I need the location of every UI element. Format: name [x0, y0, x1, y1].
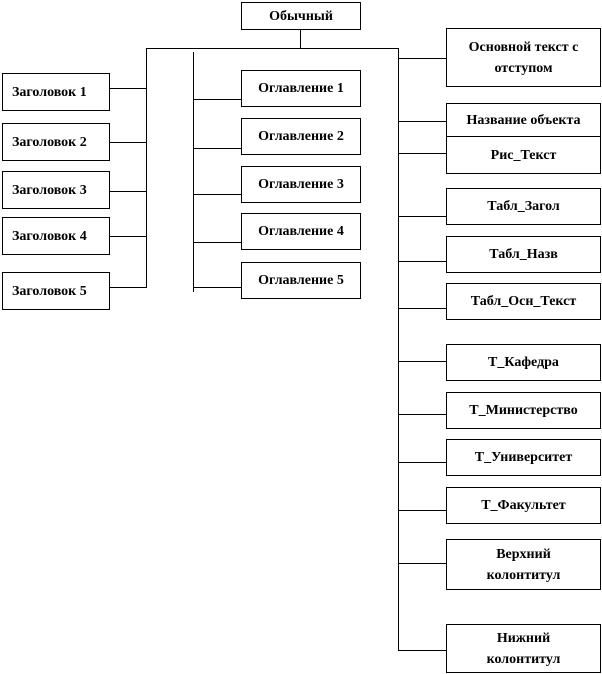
node-right-fig-text: Рис_Текст: [446, 136, 601, 174]
node-toc-3: Оглавление 3: [241, 166, 361, 203]
node-heading-4: Заголовок 4: [2, 217, 110, 255]
node-toc-5: Оглавление 5: [241, 262, 361, 299]
node-heading-2: Заголовок 2: [2, 123, 110, 161]
connector-right-12: [398, 650, 446, 651]
node-right-footer: Нижний колонтитул: [446, 624, 601, 673]
connector-right-8: [398, 414, 446, 415]
connector-right-4: [398, 216, 446, 217]
node-right-table-name: Табл_Назв: [446, 236, 601, 273]
connector-toc-2: [193, 148, 241, 149]
node-toc-4: Оглавление 4: [241, 213, 361, 250]
connector-right-2: [398, 121, 446, 122]
connector-toc-trunk: [193, 52, 194, 292]
connector-heading-4: [110, 236, 147, 237]
connector-right-3: [398, 153, 446, 154]
node-right-faculty: Т_Факультет: [446, 487, 601, 524]
node-right-header: Верхний колонтитул: [446, 539, 601, 590]
connector-right-9: [398, 462, 446, 463]
connector-heading-2: [110, 142, 147, 143]
node-heading-5: Заголовок 5: [2, 272, 110, 310]
connector-heading-3: [110, 191, 147, 192]
connector-headings-trunk: [146, 48, 147, 288]
connector-right-6: [398, 308, 446, 309]
node-right-table-main-text: Табл_Осн_Текст: [446, 283, 601, 320]
connector-right-trunk: [398, 48, 399, 650]
node-toc-1: Оглавление 1: [241, 70, 361, 107]
node-right-table-heading: Табл_Загол: [446, 188, 601, 225]
connector-right-7: [398, 361, 446, 362]
connector-heading-5: [110, 287, 147, 288]
connector-toc-5: [193, 287, 241, 288]
node-heading-1: Заголовок 1: [2, 73, 110, 111]
connector-right-1: [398, 58, 446, 59]
node-right-ministry: Т_Министерство: [446, 392, 601, 429]
connector-heading-1: [110, 88, 147, 89]
node-heading-3: Заголовок 3: [2, 171, 110, 209]
node-right-main-text-indent: Основной текст с отступом: [446, 28, 601, 87]
node-right-department: Т_Кафедра: [446, 344, 601, 381]
node-right-university: Т_Университет: [446, 439, 601, 476]
connector-right-5: [398, 261, 446, 262]
connector-right-10: [398, 510, 446, 511]
connector-root-stem: [300, 28, 301, 48]
node-root: Обычный: [241, 2, 361, 30]
node-right-object-name: Название объекта: [446, 103, 601, 137]
connector-toc-1: [193, 99, 241, 100]
connector-toc-3: [193, 194, 241, 195]
connector-right-11: [398, 563, 446, 564]
node-toc-2: Оглавление 2: [241, 118, 361, 155]
connector-main-bar: [146, 48, 399, 49]
connector-toc-4: [193, 242, 241, 243]
